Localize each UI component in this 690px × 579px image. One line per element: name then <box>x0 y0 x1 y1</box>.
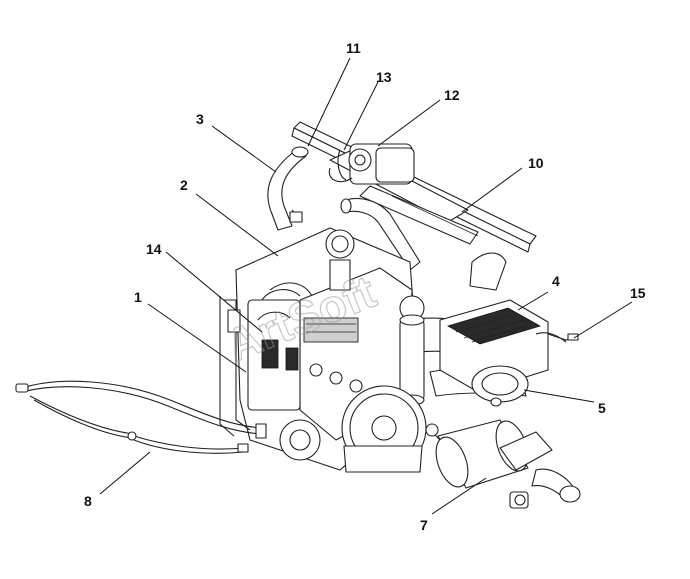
callout-3: 3 <box>196 111 204 127</box>
callout-10: 10 <box>528 155 544 171</box>
leader-5 <box>523 389 595 403</box>
callout-5: 5 <box>598 400 606 416</box>
flywheel-housing <box>279 385 427 473</box>
exhaust-muffler <box>425 419 581 509</box>
leader-12 <box>377 99 441 147</box>
leader-11 <box>307 57 351 147</box>
leader-1 <box>147 303 247 373</box>
leader-10 <box>461 167 523 213</box>
leader-lines <box>99 57 633 515</box>
fuel-lines <box>15 380 267 454</box>
leader-3 <box>211 125 277 173</box>
callout-12: 12 <box>444 87 460 103</box>
leader-4 <box>517 291 549 311</box>
leader-2 <box>195 193 279 257</box>
callout-14: 14 <box>146 241 162 257</box>
callout-11: 11 <box>346 40 361 56</box>
leader-8 <box>99 451 151 495</box>
callout-1: 1 <box>134 289 142 305</box>
callout-8: 8 <box>84 493 92 509</box>
callout-7: 7 <box>420 517 428 533</box>
air-hose-3 <box>267 146 421 271</box>
bracket-15 <box>547 333 579 341</box>
leader-7 <box>431 477 487 515</box>
leader-14 <box>165 251 263 333</box>
leader-13 <box>343 81 379 151</box>
callout-2: 2 <box>180 177 188 193</box>
air-cleaner-housing <box>328 143 415 185</box>
leader-15 <box>573 301 633 339</box>
callouts: 1 2 3 4 5 7 8 10 11 12 13 14 15 <box>84 40 646 533</box>
callout-13: 13 <box>376 69 392 85</box>
callout-15: 15 <box>630 285 646 301</box>
air-filter-unit <box>439 299 567 407</box>
callout-4: 4 <box>552 273 560 289</box>
